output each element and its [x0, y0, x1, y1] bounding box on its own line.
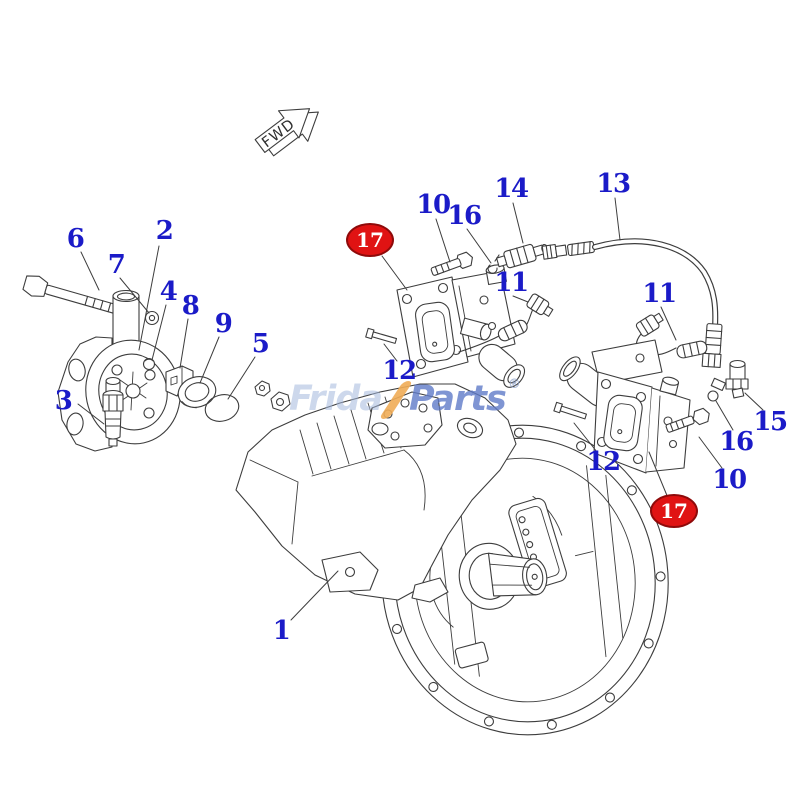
- wire-harness-11-right: [635, 312, 708, 359]
- leader-line: [744, 392, 764, 411]
- pin-bolt-12-right: [553, 401, 588, 420]
- leader-line: [199, 336, 220, 384]
- leader-line: [77, 403, 105, 425]
- leader-line: [383, 343, 398, 362]
- oring-5: [204, 394, 240, 422]
- fwd-direction-arrow: FWD: [254, 108, 319, 157]
- elbow-fitting-15: [710, 359, 749, 399]
- leader-line: [290, 570, 339, 621]
- oring-16-right: [707, 390, 719, 402]
- bolt-10-right: [665, 407, 710, 433]
- leader-line: [179, 318, 189, 369]
- leader-line: [648, 451, 669, 499]
- bolt-6: [22, 275, 127, 317]
- watermark-text-frida: Frida: [289, 379, 383, 419]
- leader-line: [435, 218, 451, 263]
- washer-7: [144, 310, 160, 326]
- watermark-fridayparts: Frida Parts ®: [289, 377, 521, 423]
- leader-line: [512, 202, 524, 244]
- wire-harness-11-middle: [458, 293, 554, 353]
- pin-bolt-12-left: [365, 327, 398, 344]
- leader-line: [138, 245, 160, 351]
- leader-line: [466, 228, 492, 264]
- valve-assembly-upper-17: [396, 264, 526, 388]
- leader-line: [660, 306, 677, 341]
- main-pump-body-1: [235, 380, 517, 603]
- leader-line: [227, 356, 256, 400]
- leader-line: [573, 422, 598, 453]
- registered-trademark-icon: ®: [507, 377, 521, 392]
- leader-line: [614, 197, 621, 241]
- leader-line: [80, 251, 100, 291]
- watermark-text-parts: Parts: [409, 379, 507, 419]
- leader-lines: [77, 197, 764, 621]
- valve-assembly-right-17: [559, 339, 691, 474]
- valve-3: [102, 376, 124, 447]
- leader-line: [381, 255, 408, 291]
- leader-line: [119, 277, 150, 314]
- leader-line: [715, 400, 734, 431]
- leader-line: [698, 436, 723, 469]
- plug-4: [142, 357, 156, 371]
- hose-13: [541, 238, 723, 369]
- bushing-9: [177, 376, 217, 409]
- bolt-10-upper: [430, 251, 473, 276]
- sensor-14: [496, 243, 549, 269]
- leader-line: [151, 304, 167, 361]
- leader-line: [512, 295, 529, 303]
